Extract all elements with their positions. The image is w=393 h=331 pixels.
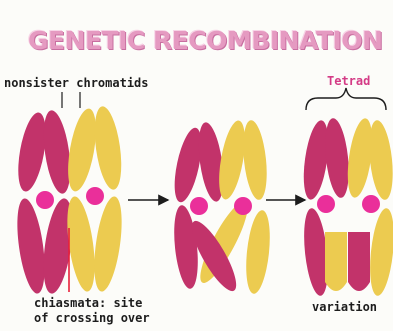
centromere-yellow-3 [362,195,380,213]
chiasmata-label-line2: of crossing over [34,311,150,325]
centromere-magenta-1 [36,191,54,209]
centromere-magenta-2 [190,197,208,215]
swapped-segment-magenta [348,232,370,291]
variation-label: variation [312,300,377,314]
chromosome-pair-crossing [169,119,273,296]
centromere-magenta-3 [317,195,335,213]
chromosome-pair-recombined [300,117,393,297]
centromere-yellow-1 [86,187,104,205]
tetrad-brace [306,88,386,110]
chiasmata-label-line1: chiasmata: site [34,296,142,310]
centromere-yellow-2 [234,197,252,215]
swapped-segment-yellow [325,232,347,291]
